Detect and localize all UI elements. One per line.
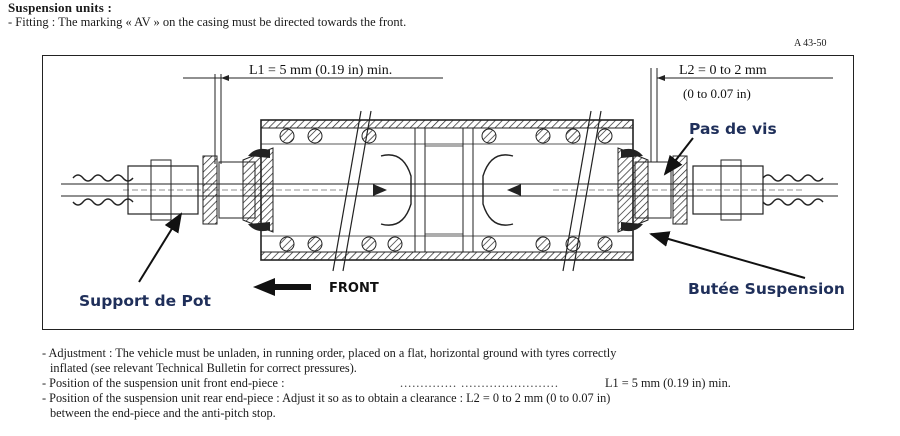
right-bellows <box>762 174 824 206</box>
fitting-instruction: - Fitting : The marking « AV » on the ca… <box>8 15 407 29</box>
callout-pas-de-vis: Pas de vis <box>689 120 777 138</box>
pas-de-vis-arrow <box>663 137 694 176</box>
section-break-lines <box>332 110 602 272</box>
reference-code: A 43-50 <box>794 38 827 49</box>
front-end-piece-text: - Position of the suspension unit front … <box>42 376 285 390</box>
adjustment-text: - Adjustment : The vehicle must be unlad… <box>42 346 617 360</box>
l2-label-imperial: (0 to 0.07 in) <box>683 86 751 101</box>
butee-suspension-arrow <box>649 231 806 279</box>
right-spring <box>481 128 613 252</box>
rear-end-piece-text-continued: between the end-piece and the anti-pitch… <box>50 406 276 420</box>
suspension-diagram-frame: L1 = 5 mm (0.19 in) min. L2 = 0 to 2 mm … <box>42 55 854 330</box>
front-end-piece-value: L1 = 5 mm (0.19 in) min. <box>605 376 731 390</box>
left-end-piece <box>127 147 274 233</box>
suspension-casing <box>260 119 634 261</box>
callout-butee-suspension: Butée Suspension <box>688 280 845 298</box>
callout-support-de-pot: Support de Pot <box>79 292 211 310</box>
l1-dimension <box>183 74 443 164</box>
central-rod <box>61 183 838 197</box>
left-spring <box>279 128 403 252</box>
leader-dots: .............. ........................ <box>400 376 559 390</box>
l1-label: L1 = 5 mm (0.19 in) min. <box>249 63 392 78</box>
rear-end-piece-text: - Position of the suspension unit rear e… <box>42 391 611 405</box>
front-arrow <box>253 278 311 296</box>
left-bellows <box>72 174 134 206</box>
front-label: FRONT <box>329 281 379 296</box>
adjustment-text-continued: inflated (see relevant Technical Bulleti… <box>50 361 357 375</box>
suspension-unit-diagram: L1 = 5 mm (0.19 in) min. L2 = 0 to 2 mm … <box>61 63 845 310</box>
l2-dimension <box>650 68 833 162</box>
support-de-pot-arrow <box>138 212 183 283</box>
section-title: Suspension units : <box>8 0 113 15</box>
piston-cups <box>373 154 521 226</box>
l2-label: L2 = 0 to 2 mm <box>679 63 767 78</box>
